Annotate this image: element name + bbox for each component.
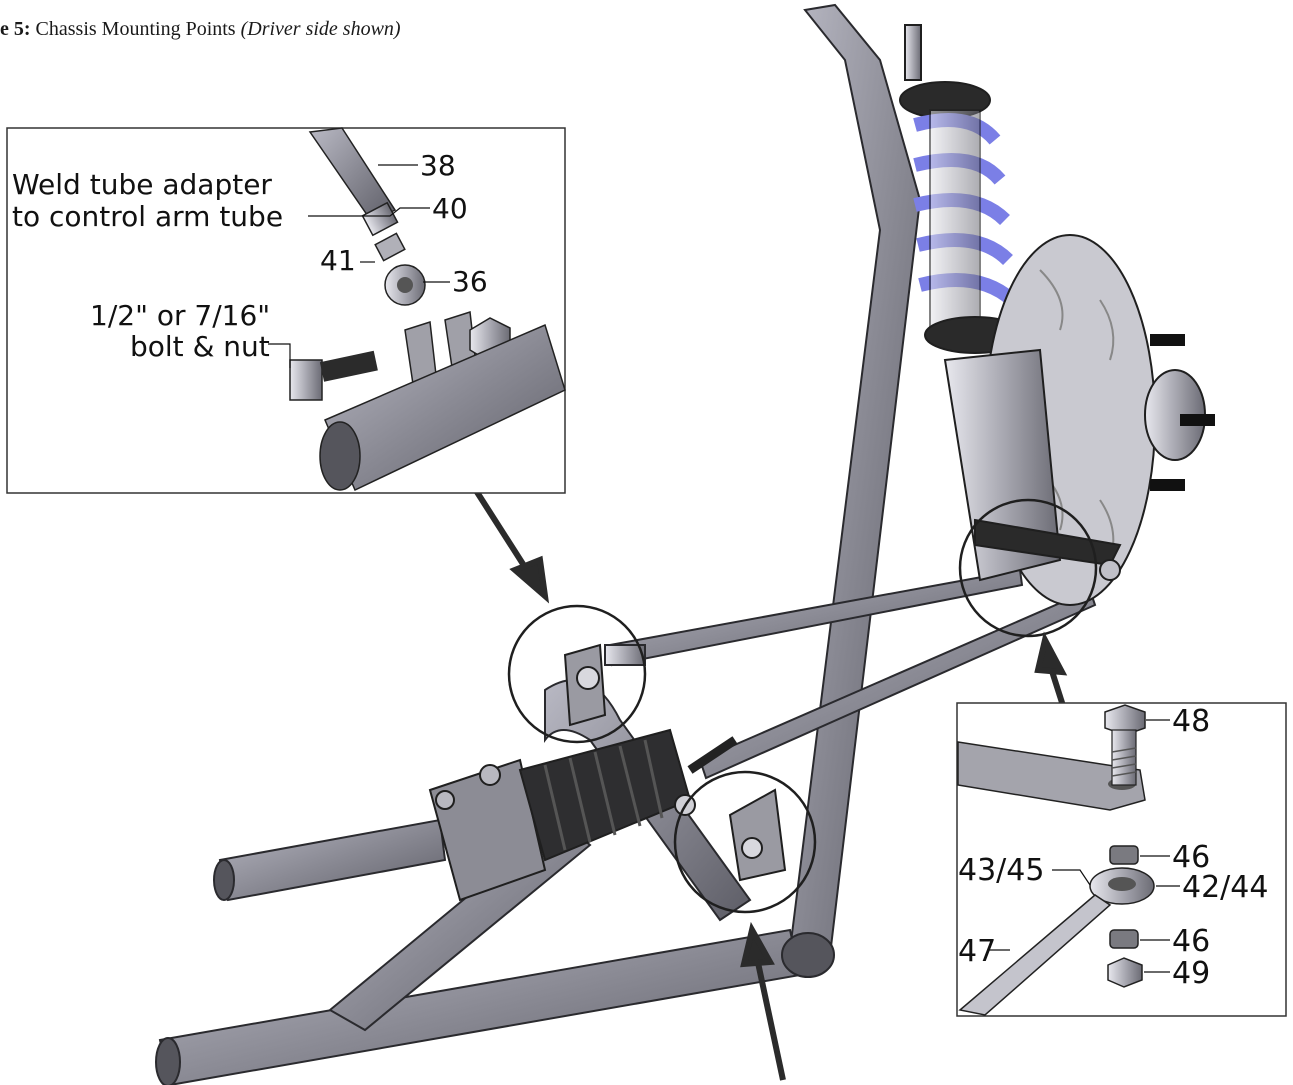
inset-top-leaders (268, 164, 450, 368)
caption-figure-number: e 5: (0, 18, 31, 40)
inset-rod-end-hole (397, 277, 413, 293)
caption-title: Chassis Mounting Points (35, 18, 236, 40)
highlight-upper-mount (507, 604, 647, 744)
inset-top-frame (6, 127, 566, 494)
arrow-top-head (509, 555, 550, 604)
inset-rod-shank (958, 894, 1112, 1016)
inset-bolt-threads (1111, 747, 1137, 777)
shock-top-stud (904, 24, 922, 81)
lower-mount-bolt (741, 837, 763, 859)
callout-49: 49 (1172, 956, 1210, 991)
arrow-bottom-head (740, 921, 775, 968)
arrow-right-head (1034, 631, 1068, 676)
lower-tube-end (155, 1037, 181, 1085)
inset-bolt-shank (319, 350, 378, 382)
coilover (899, 24, 1026, 354)
inset-rod-end-hole (1108, 877, 1136, 891)
bolt-spec-line1: 1/2" or 7/16" (90, 299, 270, 332)
lower-frame-tube (158, 928, 802, 1085)
tube-adapter (604, 644, 646, 666)
bolt-spec-line2: bolt & nut (130, 330, 270, 363)
rack-bolt-2 (435, 790, 455, 810)
callout-46-top: 46 (1172, 840, 1210, 875)
inset-right: 48 46 43/45 42/44 47 46 49 (956, 702, 1287, 1017)
inset-nut-49 (1107, 957, 1143, 988)
figure-caption: e 5: Chassis Mounting Points (Driver sid… (0, 18, 401, 41)
weld-instruction-line2: to control arm tube (12, 200, 283, 233)
caption-note: (Driver side shown) (240, 18, 401, 40)
tie-rod (687, 736, 738, 774)
ball-joint-nut (1099, 559, 1121, 581)
highlight-lower-mount (673, 770, 817, 914)
callout-41: 41 (320, 244, 356, 277)
inset-spacer-bottom (1109, 929, 1139, 949)
control-arms (604, 568, 1097, 780)
inset-bolt-head (289, 359, 323, 401)
inset-jam-nut (374, 232, 406, 262)
inset-top: Weld tube adapter to control arm tube 1/… (6, 127, 566, 494)
callout-46-bottom: 46 (1172, 924, 1210, 959)
rack-stub-end (213, 859, 235, 901)
arrow-bottom-line (754, 957, 786, 1081)
steering-rack (428, 728, 738, 902)
inset-right-leaders (988, 719, 1180, 973)
arrow-top-line (465, 476, 533, 577)
inset-tube-end (319, 421, 361, 491)
rack-stub-tube (218, 818, 447, 902)
upper-mount-bolt (576, 666, 600, 690)
inset-control-arm-tube (308, 127, 397, 223)
callout-40: 40 (432, 192, 468, 225)
inset-tube-adapter (361, 201, 399, 237)
shock-body (929, 109, 981, 341)
highlight-circles (507, 498, 1098, 914)
weld-instruction-line1: Weld tube adapter (12, 168, 272, 201)
spindle-body (943, 348, 1062, 582)
callout-43-45: 43/45 (958, 853, 1044, 888)
inset-steering-arm (957, 741, 1146, 811)
highlight-ball-joint (958, 498, 1098, 638)
callout-42-44: 42/44 (1182, 870, 1268, 905)
rack-bolt (479, 764, 501, 786)
callout-48: 48 (1172, 704, 1210, 739)
callout-38: 38 (420, 149, 456, 182)
inset-bolt-head-48 (1104, 704, 1146, 736)
callout-36: 36 (452, 265, 488, 298)
spindle-assembly (943, 234, 1215, 606)
inset-spacer-top (1109, 845, 1139, 865)
wheel-studs (1150, 334, 1215, 491)
lower-mount-tab (728, 788, 787, 882)
callout-47: 47 (958, 934, 996, 969)
lower-control-arm (698, 588, 1097, 780)
boot-ribs (543, 739, 664, 851)
vertical-tube-end (781, 932, 835, 978)
